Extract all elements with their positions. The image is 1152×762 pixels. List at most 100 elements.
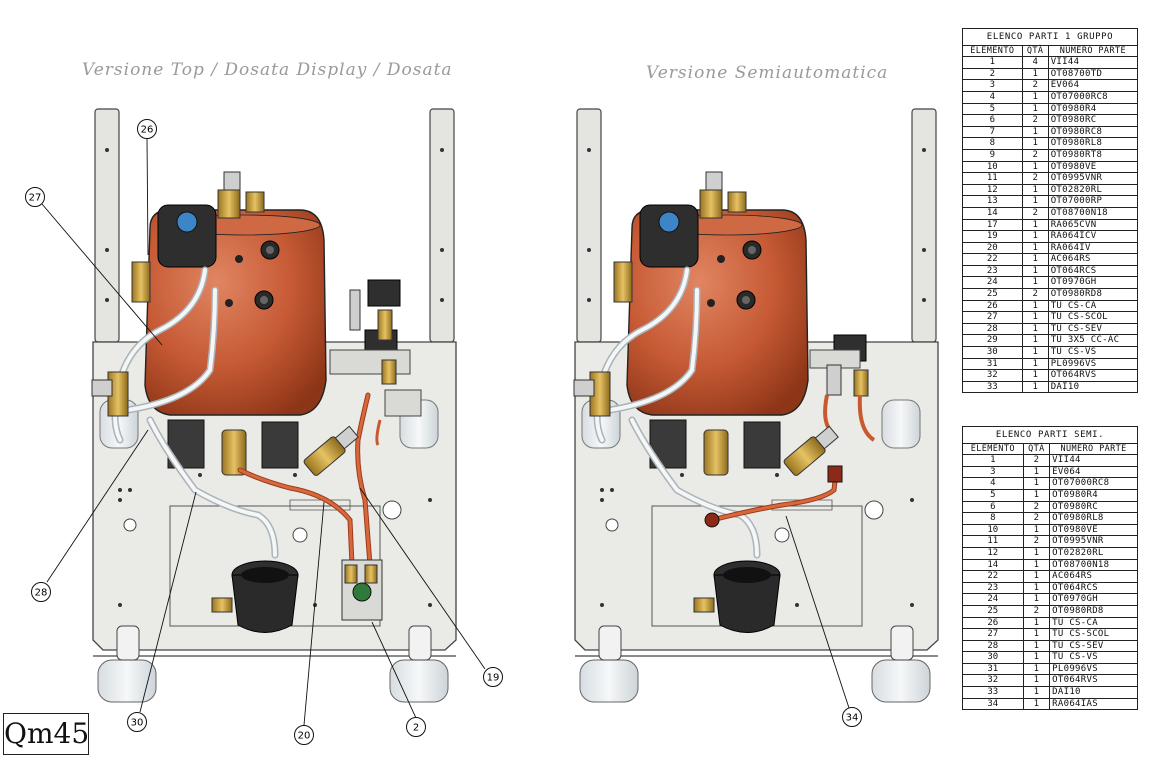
callout-27: 27 [25,187,45,207]
part-number-cell: OT08700N18 [1047,206,1139,220]
qty-cell: 1 [1021,102,1049,116]
qty-cell: 2 [1021,79,1049,92]
leader-lines [41,137,850,726]
model-label: Qm45 [3,713,89,755]
element-cell: 19 [962,230,1023,243]
part-number-cell: TU CS-CA [1047,299,1139,313]
element-cell: 34 [962,697,1024,711]
element-cell: 5 [962,488,1024,502]
part-number-cell: RA064ICV [1047,230,1139,243]
part-number-cell: TU CS-SCOL [1047,311,1139,324]
part-number-cell: PL0996VS [1049,662,1138,676]
title-right: Versione Semiautomatica [646,63,889,83]
qty-cell: 2 [1021,172,1049,185]
qty-cell: 1 [1022,523,1051,537]
element-cell: 5 [962,102,1023,116]
qty-cell: 1 [1021,125,1049,139]
qty-cell: 1 [1021,160,1049,174]
element-cell: 26 [962,616,1024,630]
parts-list-table-1-group: ELENCO PARTI 1 GRUPPO ELEMENTO QTÀ NUMER… [962,28,1139,394]
element-cell: 4 [962,90,1023,104]
qty-cell: 1 [1022,558,1051,572]
col-header-part-number: NUMERO PARTE [1049,442,1138,456]
element-cell: 4 [962,477,1024,490]
part-number-cell: TU 3X5 CC-AC [1047,334,1139,348]
element-cell: 29 [962,334,1023,348]
callout-26: 26 [137,119,157,139]
part-number-cell: RA064IV [1047,241,1139,255]
element-cell: 27 [962,311,1023,324]
qty-cell: 1 [1022,546,1051,560]
element-cell: 33 [962,686,1024,699]
col-header-qty: QTÀ [1022,442,1051,456]
element-cell: 2 [962,67,1023,81]
qty-cell: 2 [1022,512,1051,525]
qty-cell: 1 [1022,674,1051,688]
element-cell: 3 [962,465,1024,479]
qty-cell: 1 [1022,593,1051,606]
svg-text:20: 20 [298,731,311,742]
callout-2: 2 [406,717,426,737]
qty-cell: 2 [1022,454,1051,467]
element-cell: 32 [962,674,1024,688]
part-number-cell: PL0996VS [1047,357,1139,371]
element-cell: 1 [962,56,1023,69]
qty-cell: 1 [1022,488,1051,502]
title-left: Versione Top / Dosata Display / Dosata [82,60,453,80]
element-cell: 25 [962,288,1023,301]
element-cell: 33 [962,380,1023,394]
qty-cell: 1 [1022,477,1051,490]
part-number-cell: OT0980RC [1049,500,1138,514]
part-number-cell: OT0970GH [1047,276,1139,290]
part-number-cell: TU CS-SEV [1047,322,1139,336]
part-number-cell: VII44 [1049,454,1138,467]
qty-cell: 1 [1021,90,1049,104]
element-cell: 1 [962,454,1024,467]
element-cell: 6 [962,114,1023,127]
element-cell: 27 [962,628,1024,641]
col-header-part-number: NUMERO PARTE [1047,44,1139,58]
part-number-cell: AC064RS [1049,570,1138,583]
part-number-cell: OT0995VNR [1047,172,1139,185]
qty-cell: 2 [1022,535,1051,548]
qty-cell: 1 [1022,581,1051,595]
element-cell: 20 [962,241,1023,255]
element-cell: 13 [962,195,1023,208]
qty-cell: 1 [1021,369,1049,382]
qty-cell: 1 [1021,67,1049,81]
element-cell: 23 [962,581,1024,595]
callout-19: 19 [483,667,503,687]
part-number-cell: OT0995VNR [1049,535,1138,548]
qty-cell: 1 [1022,616,1051,630]
callout-30: 30 [127,712,147,732]
element-cell: 25 [962,604,1024,618]
part-number-cell: TU CS-SEV [1049,639,1138,653]
parts-list-title: ELENCO PARTI SEMI. [962,426,1138,443]
element-cell: 7 [962,125,1023,139]
part-number-cell: OT0980R4 [1047,102,1139,116]
element-cell: 24 [962,593,1024,606]
qty-cell: 1 [1022,686,1051,699]
machine-view-left [92,109,456,702]
